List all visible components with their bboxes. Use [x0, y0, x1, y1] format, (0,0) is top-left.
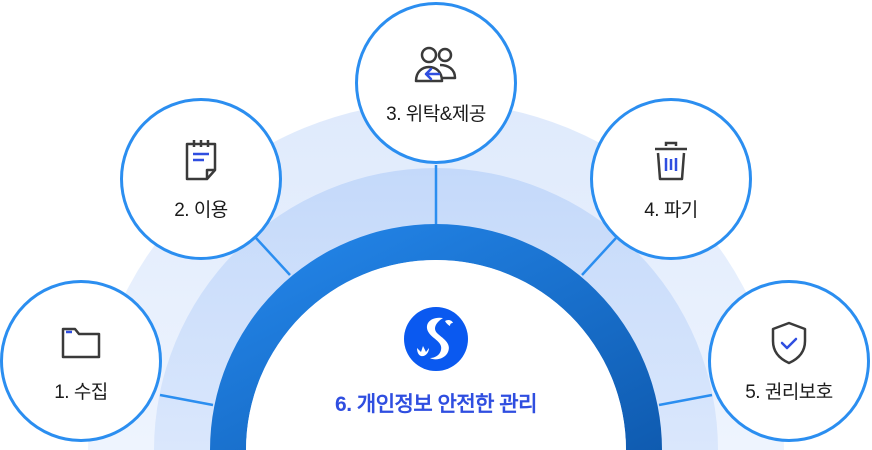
node-destroy: 4. 파기: [590, 98, 752, 260]
node-use: 2. 이용: [120, 98, 282, 260]
node-label: 2. 이용: [174, 199, 228, 221]
node-label: 5. 권리보호: [745, 381, 833, 403]
notepad-icon: [185, 139, 217, 180]
shield-check-icon: [771, 321, 807, 364]
dark-arc: [210, 224, 662, 450]
node-label: 3. 위탁&제공: [386, 103, 486, 125]
center-title: 6. 개인정보 안전한 관리: [335, 393, 537, 416]
center-panel: 6. 개인정보 안전한 관리: [286, 306, 586, 418]
node-rights-protection: 5. 권리보호: [708, 280, 870, 442]
trash-icon: [655, 141, 687, 180]
node-label: 4. 파기: [644, 199, 698, 221]
node-entrust-provide: 3. 위탁&제공: [355, 2, 517, 164]
connector-lines: [159, 165, 713, 407]
node-label: 1. 수집: [54, 381, 108, 403]
node-collect: 1. 수집: [0, 280, 162, 442]
users-transfer-icon: [414, 46, 457, 82]
shinhan-s-logo-icon: [404, 307, 468, 371]
folder-icon: [61, 327, 101, 358]
